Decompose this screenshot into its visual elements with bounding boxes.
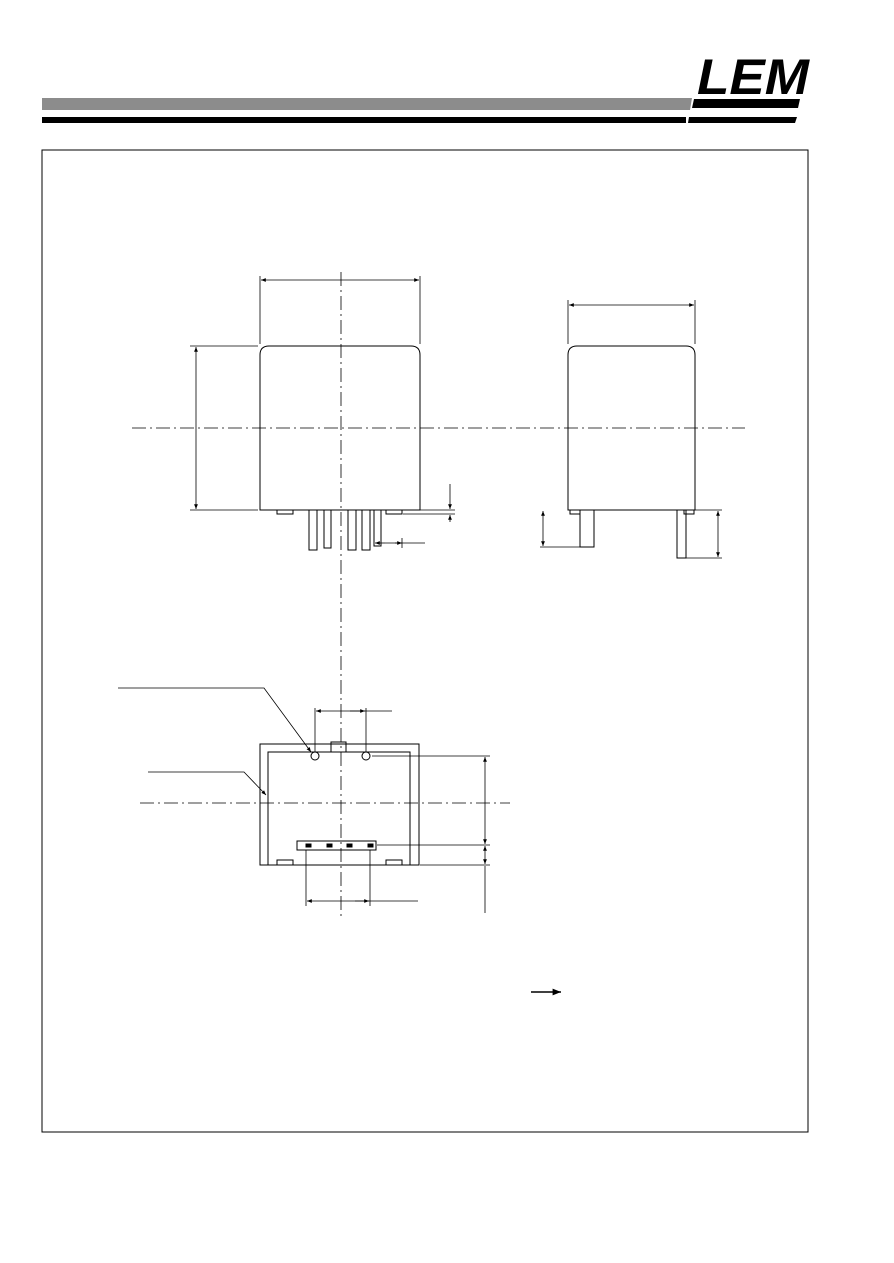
front-view-body — [259, 345, 421, 511]
side-pin-right — [676, 509, 687, 559]
front-pin-1 — [308, 509, 318, 551]
bottom-hole-right — [361, 751, 371, 761]
dimension-lines — [190, 276, 722, 913]
front-standoff-left — [276, 509, 294, 515]
bottom-key-tab — [330, 741, 347, 753]
bottom-pin-row — [296, 840, 377, 851]
drawing-frame — [41, 149, 809, 1133]
side-pin-left — [579, 509, 595, 548]
front-pin-2 — [323, 509, 332, 549]
header-black-rule — [42, 117, 686, 123]
leader-lines — [118, 687, 312, 796]
logo-underline — [692, 99, 800, 108]
front-pin-5 — [373, 509, 382, 547]
bottom-hole-left — [310, 751, 320, 761]
header-gray-bar — [42, 98, 688, 110]
bottom-pin-pad-3 — [346, 843, 353, 848]
bottom-view-inner — [267, 751, 411, 865]
bottom-pin-pad-4 — [367, 843, 374, 848]
lem-logo: LEM — [697, 49, 810, 105]
front-view — [259, 345, 421, 551]
leader-hole — [118, 687, 312, 753]
header-gray-bar-end — [686, 98, 692, 110]
bottom-foot-right — [385, 859, 403, 866]
side-view-body — [567, 345, 696, 511]
front-standoff-right — [385, 509, 403, 515]
bottom-view-outer — [259, 743, 420, 866]
bottom-foot-left — [276, 859, 294, 866]
side-standoff-left — [569, 509, 581, 515]
bottom-pin-pad-2 — [326, 843, 333, 848]
header-black-rule-end — [688, 117, 797, 123]
centerlines — [132, 272, 745, 918]
front-pin-4 — [361, 509, 371, 551]
leader-wall — [148, 771, 267, 796]
bottom-pin-pad-1 — [305, 843, 312, 848]
bottom-view — [259, 741, 420, 866]
side-view — [567, 345, 696, 559]
side-standoff-right — [683, 509, 695, 515]
front-pin-3 — [347, 509, 357, 551]
page-header: LEM — [42, 49, 810, 123]
